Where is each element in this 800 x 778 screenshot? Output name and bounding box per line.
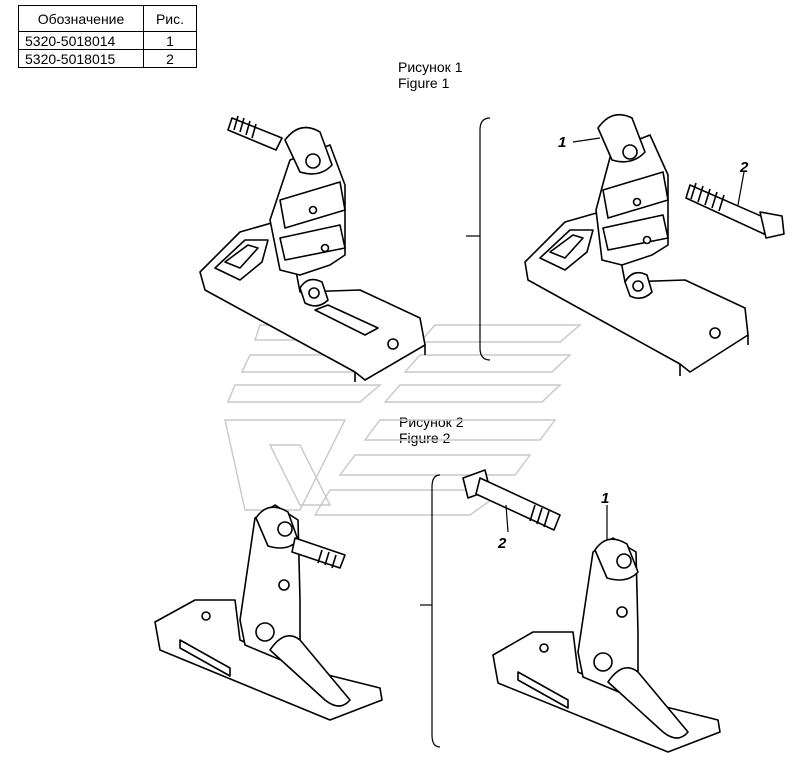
table-header-row: Обозначение Рис. [18, 5, 197, 32]
figure2-group-bracket [420, 474, 441, 748]
figure2-callout-bolt: 2 [497, 535, 507, 552]
header-figure: Рис. [143, 5, 197, 32]
figure2-caption-en: Figure 2 [399, 430, 451, 446]
figure1-callout-bolt: 2 [739, 159, 749, 176]
row-figure: 2 [143, 49, 197, 68]
figure2-assembly-right [492, 537, 721, 753]
table-row: 5320-5018015 2 [18, 49, 197, 68]
figure1-assembly-right [524, 113, 749, 376]
figure1-caption: Рисунок 1 Figure 1 [398, 59, 462, 91]
figure2-callout-bracket: 1 [601, 490, 609, 507]
figure1-group-bracket [466, 117, 491, 361]
figure1-bolt [685, 182, 785, 239]
figure2-assembly-left [154, 504, 383, 721]
figure1-assembly-left [199, 115, 426, 382]
figure2-caption: Рисунок 2 Figure 2 [399, 414, 463, 446]
header-designation: Обозначение [18, 5, 144, 32]
figure1-caption-en: Figure 1 [398, 75, 450, 91]
row-code: 5320-5018015 [18, 49, 144, 68]
figure2-bolt [462, 469, 561, 531]
figure1-callout-bracket: 1 [558, 134, 566, 151]
designation-table: Обозначение Рис. 5320-5018014 1 5320-501… [18, 5, 197, 68]
callout-leaders [505, 137, 745, 540]
figure2-caption-ru: Рисунок 2 [399, 414, 464, 430]
figure1-caption-ru: Рисунок 1 [398, 59, 463, 75]
